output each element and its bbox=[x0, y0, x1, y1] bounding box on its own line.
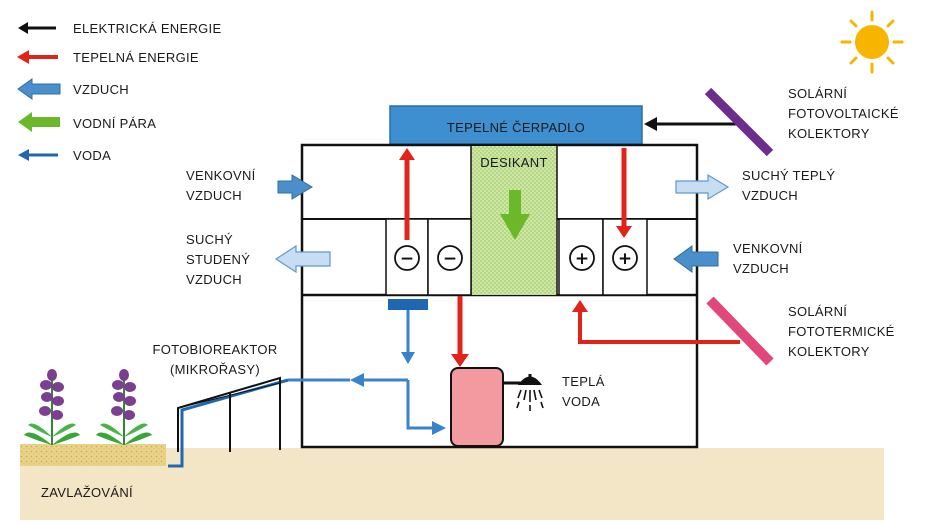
water-arrow-to-reactor bbox=[350, 373, 364, 387]
label-outdoor-air-right: VENKOVNÍ VZDUCH bbox=[733, 241, 803, 276]
label-pv-collectors-line1: SOLÁRNÍ bbox=[788, 86, 847, 101]
plus-symbol-2: + bbox=[618, 249, 632, 269]
electric-supply-arrow bbox=[644, 117, 738, 131]
thermal-arrow-from-collectors bbox=[572, 300, 740, 344]
label-pv-collectors-line3: KOLEKTORY bbox=[788, 126, 870, 141]
photobioreactor-greenhouse bbox=[177, 376, 281, 452]
label-photobioreactor-line2: (MIKROŘASY) bbox=[170, 362, 260, 377]
label-outdoor-air-right-line1: VENKOVNÍ bbox=[733, 241, 803, 256]
thermal-arrow-heat-down bbox=[616, 148, 632, 238]
label-outdoor-air-left: VENKOVNÍ VZDUCH bbox=[186, 168, 256, 203]
minus-symbol-2: − bbox=[443, 249, 457, 269]
minus-symbol-1: − bbox=[400, 249, 414, 269]
label-dry-cold-air-line3: VZDUCH bbox=[186, 272, 242, 287]
plus-symbol-1: + bbox=[575, 249, 589, 269]
thermal-arrow-cool-up bbox=[399, 148, 415, 240]
irrigation-pipe bbox=[168, 378, 289, 468]
water-pipes bbox=[362, 310, 434, 430]
legend: ELEKTRICKÁ ENERGIE TEPELNÁ ENERGIE VZDUC… bbox=[17, 21, 221, 163]
label-dry-cold-air: SUCHÝ STUDENÝ VZDUCH bbox=[186, 232, 250, 287]
label-photobioreactor: FOTOBIOREAKTOR (MIKROŘASY) bbox=[152, 342, 277, 377]
air-arrow-dry-warm-out bbox=[675, 173, 730, 201]
label-dry-warm-air-line2: VZDUCH bbox=[742, 188, 798, 203]
plant-icon-1 bbox=[24, 369, 80, 445]
label-dry-cold-air-line2: STUDENÝ bbox=[186, 252, 250, 267]
legend-air-arrow bbox=[17, 78, 61, 100]
legend-thermal-arrow bbox=[17, 50, 58, 64]
label-pv-collectors: SOLÁRNÍ FOTOVOLTAICKÉ KOLEKTORY bbox=[788, 86, 899, 141]
thermal-collector-panel bbox=[706, 296, 774, 366]
water-collector-tray bbox=[388, 299, 428, 310]
label-pv-collectors-line2: FOTOVOLTAICKÉ bbox=[788, 106, 899, 121]
vapor-arrow bbox=[500, 190, 530, 240]
planting-bed bbox=[20, 444, 166, 466]
label-thermal-collectors: SOLÁRNÍ FOTOTERMICKÉ KOLEKTORY bbox=[788, 304, 895, 359]
label-dry-warm-air: SUCHÝ TEPLÝ VZDUCH bbox=[742, 168, 835, 203]
label-dry-warm-air-line1: SUCHÝ TEPLÝ bbox=[742, 168, 835, 183]
shower-icon bbox=[503, 374, 544, 411]
thermal-arrow-to-tank bbox=[451, 296, 469, 367]
label-thermal-collectors-line1: SOLÁRNÍ bbox=[788, 304, 847, 319]
legend-water-arrow bbox=[18, 149, 58, 161]
legend-electric-arrow bbox=[18, 22, 56, 34]
legend-thermal-label: TEPELNÁ ENERGIE bbox=[73, 50, 199, 65]
heat-pump-label: TEPELNÉ ČERPADLO bbox=[447, 120, 585, 135]
plant-icon-2 bbox=[96, 369, 152, 445]
label-thermal-collectors-line2: FOTOTERMICKÉ bbox=[788, 324, 895, 339]
minus-symbol-icon bbox=[394, 245, 463, 271]
pv-collector-panel bbox=[704, 87, 774, 157]
label-outdoor-air-left-line2: VZDUCH bbox=[186, 188, 242, 203]
sun-icon bbox=[840, 10, 904, 74]
air-arrow-outdoor-in-right bbox=[673, 245, 719, 273]
plus-symbol-icon bbox=[569, 245, 638, 271]
legend-electric-label: ELEKTRICKÁ ENERGIE bbox=[73, 21, 221, 36]
legend-water-label: VODA bbox=[73, 148, 111, 163]
label-thermal-collectors-line3: KOLEKTORY bbox=[788, 344, 870, 359]
hot-water-tank bbox=[450, 367, 504, 447]
label-dry-cold-air-line1: SUCHÝ bbox=[186, 232, 233, 247]
water-arrow-to-tank bbox=[432, 421, 446, 435]
legend-air-label: VZDUCH bbox=[73, 82, 129, 97]
air-arrow-dry-cold-out bbox=[274, 244, 331, 274]
label-hot-water-line2: VODA bbox=[562, 394, 600, 409]
label-outdoor-air-left-line1: VENKOVNÍ bbox=[186, 168, 256, 183]
label-irrigation: ZAVLAŽOVÁNÍ bbox=[41, 485, 133, 500]
water-arrow-down bbox=[401, 352, 415, 364]
air-arrow-outdoor-in-left bbox=[277, 174, 313, 200]
label-hot-water-line1: TEPLÁ bbox=[562, 374, 605, 389]
desiccant-label: DESIKANT bbox=[480, 155, 547, 170]
legend-vapor-label: VODNÍ PÁRA bbox=[73, 116, 156, 131]
label-outdoor-air-right-line2: VZDUCH bbox=[733, 261, 789, 276]
label-photobioreactor-line1: FOTOBIOREAKTOR bbox=[152, 342, 277, 357]
legend-vapor-arrow bbox=[18, 112, 60, 132]
heat-pump-box bbox=[389, 105, 643, 145]
label-hot-water: TEPLÁ VODA bbox=[562, 374, 605, 409]
